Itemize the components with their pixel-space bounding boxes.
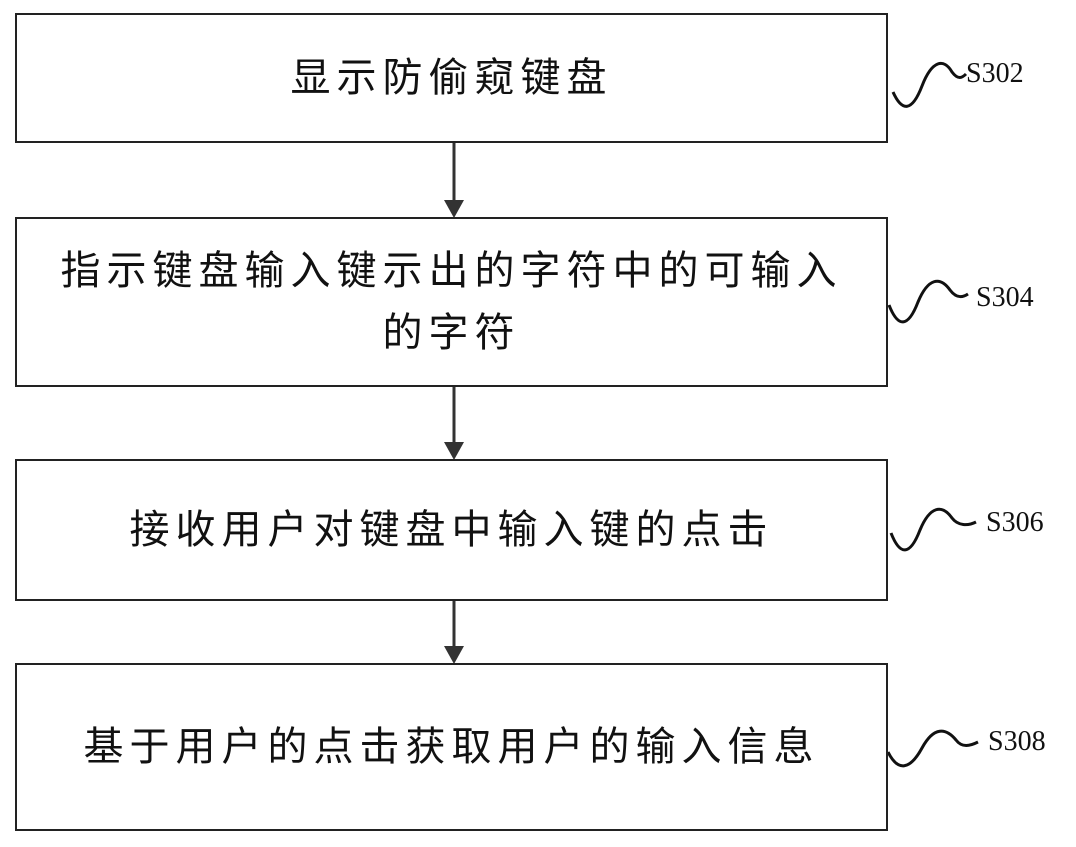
step-text-s304: 指示键盘输入键示出的字符中的可输入的字符 bbox=[60, 248, 843, 356]
step-text-s302: 显示防偷窥键盘 bbox=[290, 55, 613, 101]
arrow-s306-s308 bbox=[444, 601, 464, 664]
step-label-s302: S302 bbox=[966, 58, 1024, 89]
leader-s302 bbox=[891, 61, 968, 108]
step-text-s308: 基于用户的点击获取用户的输入信息 bbox=[83, 724, 820, 770]
leader-s306 bbox=[889, 507, 977, 552]
step-box-s302: 显示防偷窥键盘 bbox=[15, 13, 888, 143]
leader-s308 bbox=[886, 729, 979, 768]
leader-s304 bbox=[887, 279, 969, 324]
step-box-s306: 接收用户对键盘中输入键的点击 bbox=[15, 459, 888, 601]
step-box-s308: 基于用户的点击获取用户的输入信息 bbox=[15, 663, 888, 831]
arrow-s302-s304 bbox=[444, 143, 464, 218]
step-label-s304: S304 bbox=[976, 282, 1034, 313]
step-label-s308: S308 bbox=[988, 726, 1046, 757]
step-box-s304: 指示键盘输入键示出的字符中的可输入的字符 bbox=[15, 217, 888, 387]
arrow-s304-s306 bbox=[444, 387, 464, 460]
step-label-s306: S306 bbox=[986, 507, 1044, 538]
step-text-s306: 接收用户对键盘中输入键的点击 bbox=[129, 507, 774, 553]
